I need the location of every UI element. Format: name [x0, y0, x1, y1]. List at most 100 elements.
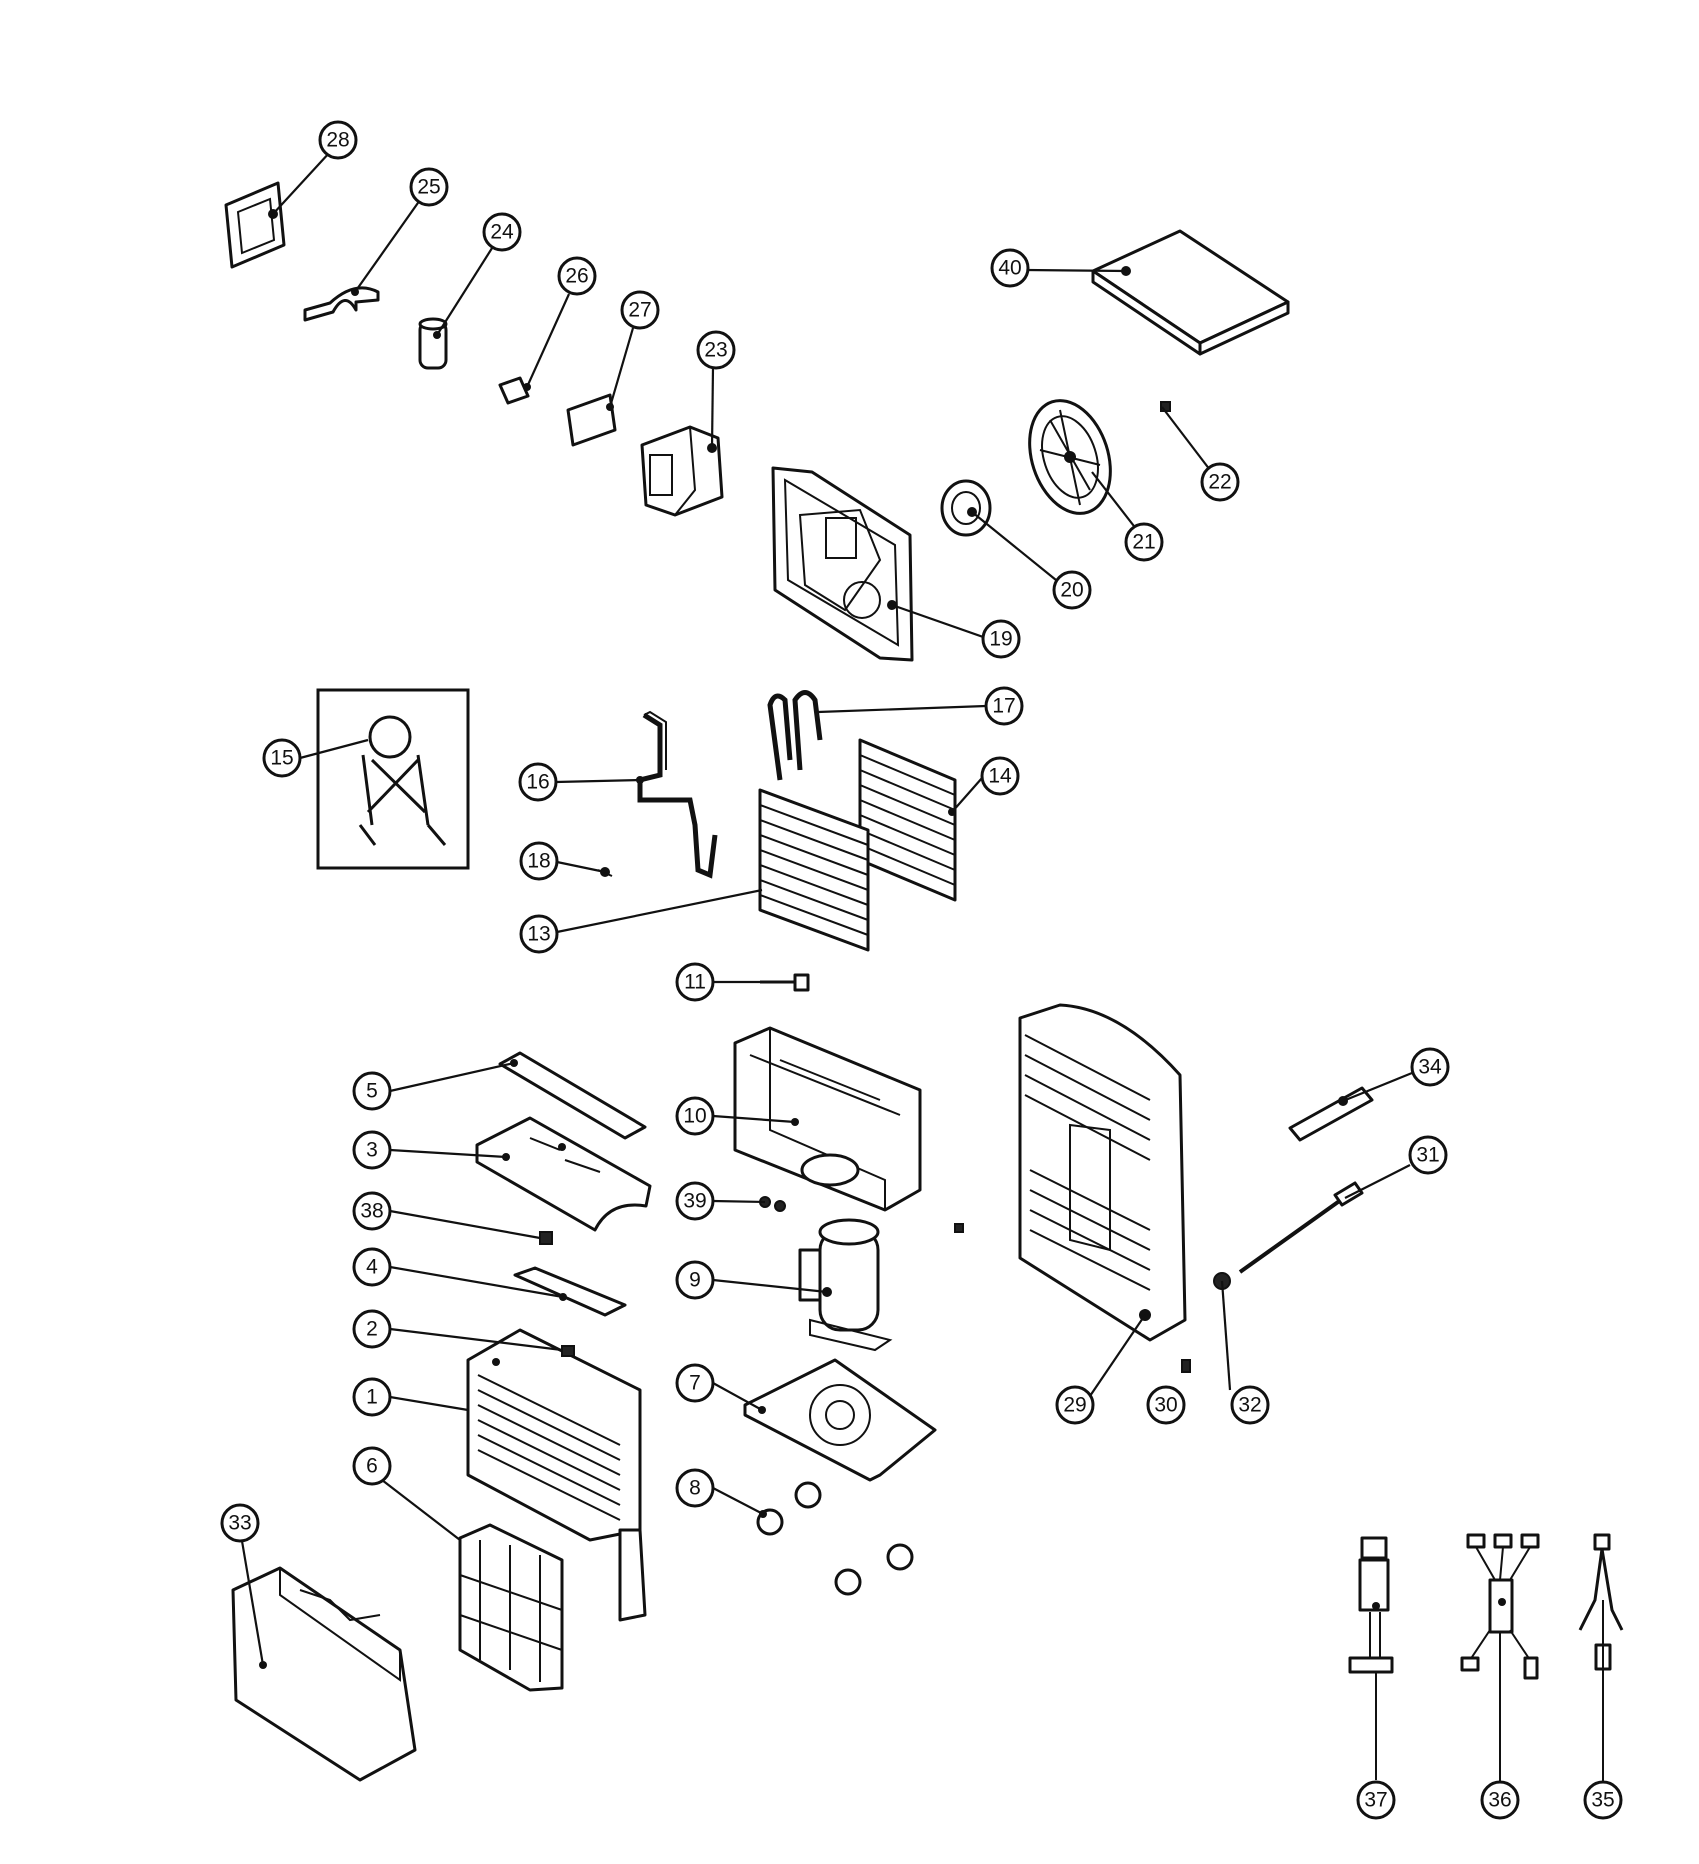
part-19-housing: [771, 466, 914, 662]
callout-22-label: 22: [1208, 471, 1231, 494]
callout-35: 35: [1583, 1780, 1623, 1820]
callout-37-label: 37: [1364, 1789, 1387, 1812]
part-13-evaporator: [758, 788, 870, 952]
callout-33-label: 33: [228, 1512, 251, 1535]
callout-40-label: 40: [998, 257, 1021, 280]
part-37-harness: [1348, 1536, 1394, 1780]
callout-19-label: 19: [989, 628, 1012, 651]
callout-4-label: 4: [366, 1256, 378, 1279]
part-10-drain-pan: [733, 1026, 922, 1212]
part-33-bucket: [231, 1566, 417, 1782]
part-small-bolt: [954, 1223, 964, 1233]
part-3-control-panel: [475, 1116, 652, 1232]
callout-10: 10: [675, 1096, 715, 1136]
callout-1-label: 1: [366, 1386, 378, 1409]
part-39-connector: [759, 1196, 786, 1212]
callout-17: 17: [984, 686, 1024, 726]
callout-39: 39: [675, 1181, 715, 1221]
callout-40: 40: [990, 248, 1030, 288]
callout-18: 18: [519, 841, 559, 881]
callout-26-label: 26: [565, 265, 588, 288]
callout-32-label: 32: [1238, 1394, 1261, 1417]
callout-34: 34: [1410, 1047, 1450, 1087]
part-15-coil-kit: [316, 688, 470, 870]
callout-4: 4: [352, 1247, 392, 1287]
part-9-compressor: [798, 1218, 893, 1352]
callout-6: 6: [352, 1446, 392, 1486]
part-8-caster: [756, 1481, 914, 1596]
part-34-hose: [1288, 1086, 1374, 1142]
callout-7-label: 7: [689, 1372, 701, 1395]
callout-9-label: 9: [689, 1269, 701, 1292]
callout-14-label: 14: [988, 765, 1012, 788]
callout-11-label: 11: [684, 971, 706, 994]
part-31-cord: [1238, 1181, 1364, 1274]
part-2-clip: [561, 1345, 575, 1357]
callout-30-label: 30: [1154, 1394, 1177, 1417]
part-38-knob: [539, 1231, 553, 1245]
callout-23-label: 23: [704, 339, 727, 362]
callout-36: 36: [1480, 1780, 1520, 1820]
callout-38-label: 38: [360, 1200, 383, 1223]
callout-1: 1: [352, 1377, 392, 1417]
callout-17-label: 17: [992, 695, 1015, 718]
part-14-condenser: [858, 738, 957, 902]
part-26-clip: [498, 376, 531, 405]
callout-16-label: 16: [526, 771, 549, 794]
callout-10-label: 10: [683, 1105, 706, 1128]
callout-29: 29: [1055, 1385, 1095, 1425]
part-6-filter: [458, 1523, 564, 1692]
callout-11: 11: [675, 962, 715, 1002]
leader-lines: [240, 151, 1413, 1666]
callout-19: 19: [981, 619, 1021, 659]
callout-32: 32: [1230, 1385, 1270, 1425]
callout-35-label: 35: [1591, 1789, 1614, 1812]
part-23-control-box: [640, 425, 724, 517]
part-27-plate: [566, 393, 617, 447]
part-36-harness: [1460, 1533, 1540, 1782]
part-17-u-tube: [767, 690, 823, 781]
callout-33: 33: [220, 1503, 260, 1543]
part-25-clamp: [303, 286, 380, 322]
callout-22: 22: [1200, 462, 1240, 502]
callout-8: 8: [675, 1468, 715, 1508]
callout-7: 7: [675, 1363, 715, 1403]
callout-3: 3: [352, 1130, 392, 1170]
callout-31-label: 31: [1416, 1144, 1439, 1167]
callout-34-label: 34: [1418, 1056, 1442, 1079]
callout-31: 31: [1408, 1135, 1448, 1175]
callout-28-label: 28: [326, 129, 349, 152]
callout-14: 14: [980, 756, 1020, 796]
part-29-rear-cabinet: [1018, 1003, 1187, 1342]
part-21-fan: [1028, 399, 1112, 515]
callout-25-label: 25: [417, 176, 440, 199]
callout-29-label: 29: [1063, 1394, 1086, 1417]
callout-36-label: 36: [1488, 1789, 1511, 1812]
callout-37: 37: [1356, 1780, 1396, 1820]
part-16-pipe: [636, 710, 718, 879]
callout-28: 28: [318, 120, 358, 160]
callout-15-label: 15: [270, 747, 293, 770]
callout-26: 26: [557, 256, 597, 296]
callout-6-label: 6: [366, 1455, 378, 1478]
part-30-bolt: [1181, 1359, 1191, 1373]
callout-13: 13: [519, 914, 559, 954]
callout-16: 16: [518, 762, 558, 802]
callout-15: 15: [262, 738, 302, 778]
callout-5-label: 5: [366, 1080, 378, 1103]
callout-24: 24: [482, 212, 522, 252]
callout-2-label: 2: [366, 1318, 378, 1341]
callout-8-label: 8: [689, 1477, 701, 1500]
part-7-base: [743, 1358, 937, 1482]
part-22-nut: [1160, 401, 1171, 412]
callout-3-label: 3: [366, 1139, 378, 1162]
callout-27-label: 27: [628, 299, 651, 322]
callout-20: 20: [1052, 570, 1092, 610]
part-40-pad: [1091, 229, 1290, 356]
callout-25: 25: [409, 167, 449, 207]
callout-27: 27: [620, 290, 660, 330]
callout-24-label: 24: [490, 221, 514, 244]
part-35-harness: [1578, 1533, 1624, 1782]
